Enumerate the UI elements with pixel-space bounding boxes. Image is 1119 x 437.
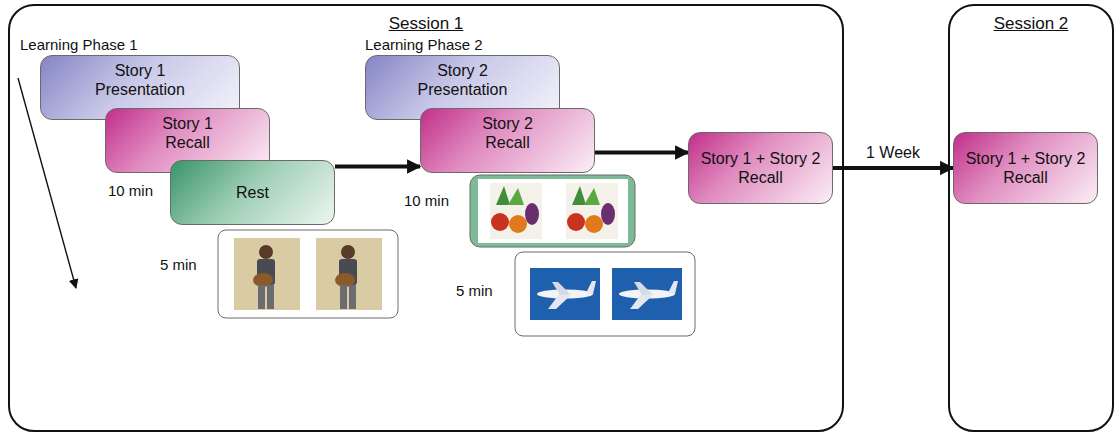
vegetables-photo xyxy=(490,183,542,239)
duration-label-text: 10 min xyxy=(108,182,153,199)
box-text: Story 1 + Story 2 Recall xyxy=(961,149,1091,187)
box-text: Story 1 Recall xyxy=(148,114,228,152)
photo-ground xyxy=(566,183,618,239)
leaves xyxy=(496,186,510,205)
duration-label-text: 10 min xyxy=(404,192,449,209)
phase-label: Learning Phase 2 xyxy=(365,36,483,54)
flow-arrow xyxy=(595,151,688,155)
rest-box: Rest xyxy=(170,160,335,225)
edge-label-text: 1 Week xyxy=(866,144,920,161)
tomato xyxy=(491,213,509,231)
guitar xyxy=(253,273,273,287)
airplane-photo xyxy=(612,268,682,320)
airplane-photo xyxy=(530,268,600,320)
guitar-photo xyxy=(316,238,382,310)
duration-label-text: 5 min xyxy=(160,256,197,273)
leaves xyxy=(572,186,586,205)
eggplant xyxy=(601,203,615,225)
guitar xyxy=(335,273,355,287)
flow-arrow xyxy=(335,165,420,169)
duration-label: 5 min xyxy=(456,282,493,300)
duration-label: 10 min xyxy=(108,182,153,200)
eggplant xyxy=(525,203,539,225)
box-text: Story 1 + Story 2 Recall xyxy=(696,149,826,187)
image-panel xyxy=(515,252,695,336)
phase-label: Learning Phase 1 xyxy=(20,36,138,54)
recall-box: Story 1 + Story 2 Recall xyxy=(953,132,1098,204)
photo-ground xyxy=(234,238,300,310)
leaves xyxy=(508,188,524,205)
duration-label: 10 min xyxy=(404,192,449,210)
session-title: Session 1 xyxy=(389,14,464,34)
session-panel: Session 2 Story 1 + Story 2 Recall xyxy=(948,4,1114,432)
recall-box: Story 2 Recall xyxy=(420,108,595,173)
duration-label-text: 5 min xyxy=(456,282,493,299)
box-text: Story 2 Presentation xyxy=(407,61,519,99)
person-leg xyxy=(349,285,356,309)
flow-arrow xyxy=(833,166,953,170)
leaves xyxy=(584,188,600,205)
person-head xyxy=(341,245,355,259)
wing xyxy=(630,293,654,309)
wing xyxy=(548,293,572,309)
wing xyxy=(634,282,652,295)
photo-ground xyxy=(530,268,600,320)
person-leg xyxy=(267,285,274,309)
pepper xyxy=(509,215,527,233)
box-text: Rest xyxy=(236,183,269,202)
wing xyxy=(552,282,570,295)
person-leg xyxy=(258,285,265,309)
tail xyxy=(586,281,596,294)
tail xyxy=(668,281,678,294)
recall-box: Story 1 + Story 2 Recall xyxy=(688,132,833,204)
session-panel: Session 1 Story 1 PresentationStory 1 Rec… xyxy=(8,4,844,432)
rest-panel xyxy=(470,175,635,247)
phase-label-text: Learning Phase 2 xyxy=(365,36,483,53)
box-text: Story 2 Recall xyxy=(468,114,548,152)
edge-label: 1 Week xyxy=(863,143,923,162)
session-title: Session 2 xyxy=(994,14,1069,34)
tomato xyxy=(567,213,585,231)
image-panel xyxy=(218,230,398,318)
guitar-photo xyxy=(234,238,300,310)
photo-ground xyxy=(316,238,382,310)
duration-label: 5 min xyxy=(160,256,197,274)
person-leg xyxy=(340,285,347,309)
image-ground xyxy=(478,179,628,243)
vegetables-photo xyxy=(566,183,618,239)
box-text: Story 1 Presentation xyxy=(84,61,196,99)
photo-ground xyxy=(612,268,682,320)
phase-label-text: Learning Phase 1 xyxy=(20,36,138,53)
person-head xyxy=(259,245,273,259)
pepper xyxy=(585,215,603,233)
photo-ground xyxy=(490,183,542,239)
